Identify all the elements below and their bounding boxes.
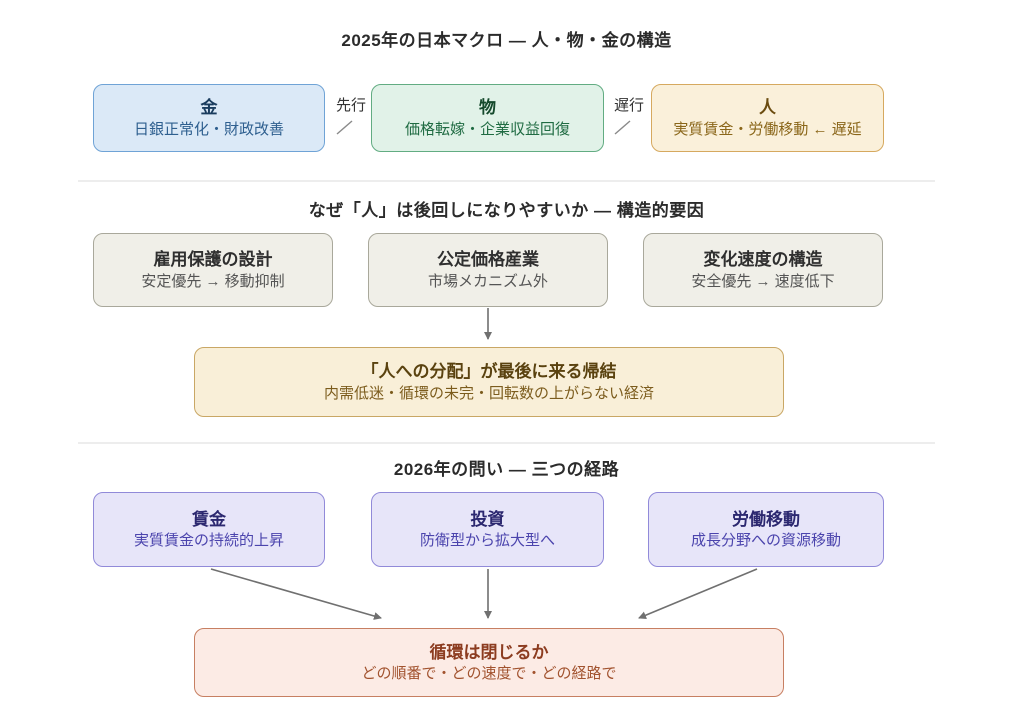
node-investment: 投資 防衛型から拡大型へ [371, 492, 604, 567]
node-wages: 賃金 実質賃金の持続的上昇 [93, 492, 325, 567]
node-people-subtitle: 実質賃金・労働移動 ← 遅延 [673, 120, 862, 138]
node-regulated-pricing-subtitle: 市場メカニズム外 [427, 272, 548, 290]
node-distribution-consequence: 「人への分配」が最後に来る帰結 内需低迷・循環の未完・回転数の上がらない経済 [194, 347, 784, 417]
node-labor-mobility-subtitle: 成長分野への資源移動 [690, 532, 841, 550]
node-employment-protection: 雇用保護の設計 安定優先 → 移動抑制 [93, 233, 333, 307]
edge-goods-to-people [614, 120, 631, 135]
node-wages-title: 賃金 [192, 509, 226, 529]
node-cycle-close: 循環は閉じるか どの順番で・どの速度で・どの経路で [194, 628, 784, 697]
section1-title: 2025年の日本マクロ — 人・物・金の構造 [341, 31, 672, 50]
node-investment-title: 投資 [470, 509, 505, 529]
node-labor-mobility-title: 労働移動 [732, 509, 800, 529]
node-change-speed: 変化速度の構造 安全優先 → 速度低下 [643, 233, 883, 307]
section2-title: なぜ「人」は後回しになりやすいか — 構造的要因 [308, 201, 705, 220]
edge-wages-to-cycle [210, 568, 382, 620]
node-employment-protection-subtitle: 安定優先 → 移動抑制 [141, 272, 285, 290]
edge-money-to-goods [336, 120, 353, 135]
node-wages-subtitle: 実質賃金の持続的上昇 [133, 532, 284, 550]
node-change-speed-subtitle: 安全優先 → 速度低下 [691, 272, 835, 290]
node-money: 金 日銀正常化・財政改善 [93, 84, 325, 152]
node-goods-title: 物 [479, 98, 496, 118]
section-divider-2 [78, 442, 935, 444]
node-people-title: 人 [759, 98, 776, 118]
node-money-title: 金 [200, 98, 218, 118]
edge-label-lagging: 遅行 [607, 96, 651, 116]
node-regulated-pricing-title: 公定価格産業 [437, 250, 539, 270]
section-divider-1 [78, 180, 935, 182]
edge-label-leading: 先行 [329, 96, 373, 116]
node-employment-protection-title: 雇用保護の設計 [153, 250, 273, 270]
node-distribution-consequence-title: 「人への分配」が最後に来る帰結 [361, 362, 617, 382]
node-goods: 物 価格転嫁・企業収益回復 [371, 84, 604, 152]
node-people: 人 実質賃金・労働移動 ← 遅延 [651, 84, 884, 152]
node-distribution-consequence-subtitle: 内需低迷・循環の未完・回転数の上がらない経済 [323, 384, 654, 402]
node-cycle-close-title: 循環は閉じるか [429, 642, 549, 662]
edge-mobility-to-cycle [638, 568, 758, 620]
node-change-speed-title: 変化速度の構造 [703, 250, 823, 270]
node-investment-subtitle: 防衛型から拡大型へ [419, 532, 555, 550]
node-goods-subtitle: 価格転嫁・企業収益回復 [404, 120, 570, 138]
node-cycle-close-subtitle: どの順番で・どの速度で・どの経路で [361, 665, 617, 683]
node-regulated-pricing: 公定価格産業 市場メカニズム外 [368, 233, 608, 307]
node-labor-mobility: 労働移動 成長分野への資源移動 [648, 492, 884, 567]
node-money-subtitle: 日銀正常化・財政改善 [133, 120, 284, 138]
section3-title: 2026年の問い — 三つの経路 [393, 460, 620, 479]
